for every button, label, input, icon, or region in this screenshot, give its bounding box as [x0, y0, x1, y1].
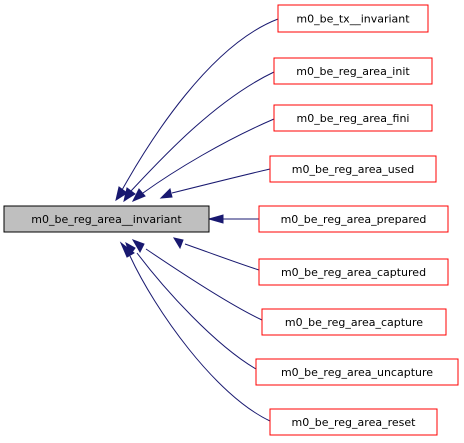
call-edge	[171, 168, 271, 194]
caller-node-box	[255, 358, 459, 386]
arrowhead	[172, 237, 184, 250]
caller-node[interactable]: m0_be_reg_area_capture	[261, 308, 447, 336]
target-node-label: m0_be_reg_area__invariant	[31, 213, 182, 226]
nodes-layer: m0_be_reg_area__invariant m0_be_tx__inva…	[3, 4, 459, 436]
arrowhead	[115, 186, 128, 202]
call-edge	[184, 243, 260, 271]
caller-node-box	[258, 258, 449, 286]
caller-node-box	[273, 57, 433, 85]
caller-node-box	[269, 155, 437, 183]
call-edge	[121, 18, 279, 191]
arrowhead	[159, 188, 173, 199]
caller-node[interactable]: m0_be_reg_area_reset	[269, 408, 438, 436]
arrowhead	[207, 214, 224, 224]
arrowhead	[119, 241, 135, 258]
caller-node-label: m0_be_reg_area_prepared	[281, 213, 427, 226]
caller-node-label: m0_be_tx__invariant	[296, 13, 410, 26]
arrowhead	[131, 188, 146, 202]
caller-node-label: m0_be_reg_area_used	[292, 163, 414, 176]
caller-node-label: m0_be_reg_area_capture	[285, 316, 423, 329]
edges-layer	[115, 18, 279, 422]
call-edge	[136, 252, 257, 370]
caller-node-box	[273, 104, 433, 132]
caller-node-label: m0_be_reg_area_uncapture	[281, 366, 433, 379]
caller-node[interactable]: m0_be_reg_area_used	[269, 155, 437, 183]
caller-node-label: m0_be_reg_area_init	[296, 65, 410, 78]
call-edge	[145, 248, 263, 321]
caller-node-box	[269, 408, 438, 436]
target-node-box	[3, 205, 210, 233]
arrowhead	[123, 187, 136, 203]
caller-node[interactable]: m0_be_reg_area_prepared	[258, 205, 449, 233]
caller-node[interactable]: m0_be_reg_area_uncapture	[255, 358, 459, 386]
caller-node[interactable]: m0_be_tx__invariant	[277, 4, 429, 33]
caller-node-box	[261, 308, 447, 336]
caller-node[interactable]: m0_be_reg_area_captured	[258, 258, 449, 286]
caller-node-label: m0_be_reg_area_fini	[297, 112, 410, 125]
arrowhead	[131, 239, 145, 254]
call-edge	[129, 255, 271, 422]
caller-node-label: m0_be_reg_area_reset	[292, 416, 417, 429]
caller-node[interactable]: m0_be_reg_area_fini	[273, 104, 433, 132]
caller-node-box	[277, 4, 429, 33]
caller-node[interactable]: m0_be_reg_area_init	[273, 57, 433, 85]
call-edge	[130, 71, 275, 192]
target-node[interactable]: m0_be_reg_area__invariant	[3, 205, 210, 233]
caller-node-box	[258, 205, 449, 233]
caller-node-label: m0_be_reg_area_captured	[281, 266, 426, 279]
call-edge	[142, 118, 275, 194]
